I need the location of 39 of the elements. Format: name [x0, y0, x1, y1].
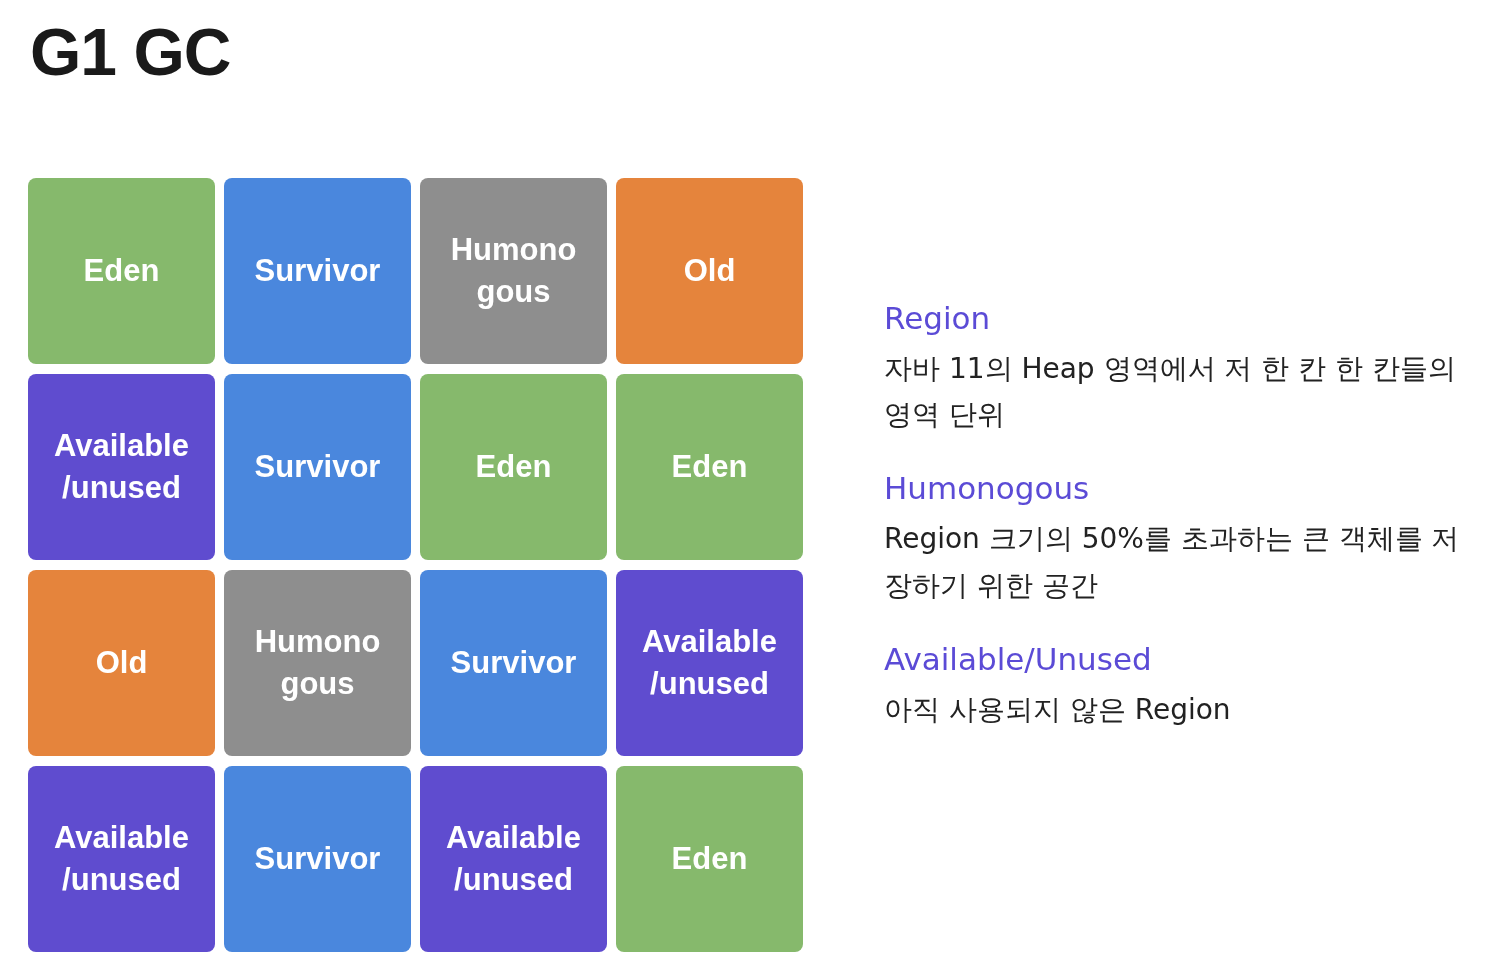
term-heading: Available/Unused — [884, 640, 1153, 677]
eden-region-tile — [616, 766, 803, 952]
definition-text: 자바 11의 Heap 영역에서 저 한 칸 한 칸들의 영역 단위 — [884, 351, 1458, 434]
survivor-region-tile — [224, 374, 411, 560]
region-label: Survivor — [254, 448, 381, 487]
humongous-region-tile — [224, 570, 411, 756]
unused-region-tile — [616, 570, 803, 756]
region-label: Available /unused — [53, 819, 190, 899]
old-region-tile — [28, 570, 215, 756]
unused-region-tile — [420, 766, 607, 952]
term-heading: Region — [884, 300, 992, 336]
survivor-region-tile — [420, 570, 607, 756]
region-label: Survivor — [254, 840, 381, 879]
region-label: Humono gous — [449, 231, 578, 311]
region-label: Survivor — [254, 252, 381, 291]
survivor-region-tile — [224, 178, 411, 364]
eden-region-tile — [420, 374, 607, 560]
region-label: Available /unused — [53, 427, 190, 507]
region-label: Eden — [671, 840, 748, 879]
region-label: Survivor — [450, 644, 577, 683]
region-label: Available /unused — [445, 819, 582, 899]
eden-region-tile — [616, 374, 803, 560]
definition-text: 아직 사용되지 않은 Region — [884, 691, 1232, 728]
unused-region-tile — [28, 374, 215, 560]
unused-region-tile — [28, 766, 215, 952]
old-region-tile — [616, 178, 803, 364]
region-label: Eden — [475, 448, 552, 487]
region-label: Old — [95, 644, 148, 683]
region-label: Eden — [83, 252, 160, 291]
region-label: Humono gous — [253, 623, 382, 703]
term-heading: Humonogous — [884, 470, 1091, 507]
survivor-region-tile — [224, 766, 411, 952]
page-title: G1 GC — [30, 14, 231, 90]
definition-text: Region 크기의 50%를 초과하는 큰 객체를 저장하기 위한 공간 — [884, 521, 1461, 604]
eden-region-tile — [28, 178, 215, 364]
region-label: Eden — [671, 448, 748, 487]
region-label: Available /unused — [641, 623, 778, 703]
humongous-region-tile — [420, 178, 607, 364]
region-label: Old — [683, 252, 736, 291]
